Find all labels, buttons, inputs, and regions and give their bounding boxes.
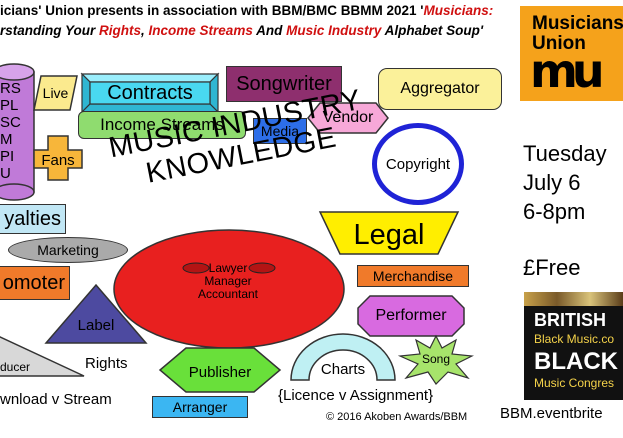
cylinder-line: U <box>0 165 11 182</box>
term-song: Song <box>421 352 451 366</box>
term-marketing: Marketing <box>8 237 128 263</box>
term-fans: Fans <box>41 151 75 169</box>
term-songwriter: Songwriter <box>226 66 342 102</box>
term-arranger: Arranger <box>152 396 248 418</box>
bbm-line-4: Music Congres <box>534 376 615 390</box>
cylinder-line: M <box>0 131 13 148</box>
cylinder-line: PL <box>0 97 19 114</box>
term-contracts: Contracts <box>107 81 193 104</box>
term-merchandise: Merchandise <box>357 265 469 287</box>
bbm-line-2: Black Music.co <box>534 332 615 346</box>
bbm-logo-strip <box>524 292 623 306</box>
live-shape <box>33 75 78 111</box>
term-producer: ducer <box>0 360 31 374</box>
publisher-shape <box>158 347 282 393</box>
cylinder-line: RS <box>0 80 21 97</box>
header-line-1-italic: Musicians: <box>423 3 494 18</box>
face-line: Manager <box>204 274 252 288</box>
musicians-union-logo: Musicians Union mu <box>520 6 623 101</box>
performer-shape <box>357 295 465 337</box>
term-legal: Legal <box>353 218 425 251</box>
cylinder-shape <box>0 63 35 201</box>
cylinder-line: SC <box>0 114 21 131</box>
header-line-1-text: icians' Union presents in association wi… <box>0 3 424 18</box>
event-website[interactable]: BBM.eventbrite <box>500 405 603 422</box>
vendor-shape <box>307 102 389 134</box>
song-shape <box>398 334 474 385</box>
event-date: July 6 <box>523 170 581 195</box>
term-income-streams: Income Streams <box>78 111 246 139</box>
face-line: Accountant <box>197 287 259 301</box>
bbm-logo: BRITISH Black Music.co BLACK Music Congr… <box>524 292 623 400</box>
term-performer: Performer <box>375 307 447 324</box>
producer-shape <box>0 336 85 377</box>
event-price: £Free <box>523 255 581 280</box>
term-media: Media <box>253 118 307 144</box>
event-time: 6-8pm <box>523 199 586 224</box>
term-promoter: omoter <box>0 266 70 300</box>
cylinder-text: RS PL SC M PI U <box>0 80 30 182</box>
header-line-2-rights: Rights <box>99 23 142 38</box>
face-shape <box>113 229 345 349</box>
mu-logo-text: Musicians Union <box>532 14 623 54</box>
bbm-line-3: BLACK <box>534 348 618 375</box>
label-shape <box>44 283 148 344</box>
mu-logo-mark: mu <box>530 44 605 98</box>
header-line-2-g: Alphabet Soup' <box>381 23 484 38</box>
term-copyright: Copyright <box>372 123 464 205</box>
face-text: Lawyer Manager Accountant <box>172 262 284 301</box>
mu-line-1: Musicians <box>532 13 623 34</box>
charts-shape <box>290 333 396 381</box>
face-line: Lawyer <box>208 261 248 275</box>
header-line-2-music: Music Industry <box>286 23 382 38</box>
cylinder-line: PI <box>0 148 15 165</box>
term-charts: Charts <box>320 360 366 378</box>
term-aggregator: Aggregator <box>378 68 502 110</box>
header-line-2-income: Income Streams <box>148 23 253 38</box>
event-day: Tuesday <box>523 141 607 166</box>
term-download: wnload v Stream <box>0 391 112 408</box>
term-licence: {Licence v Assignment} <box>278 387 434 404</box>
contracts-shape <box>80 72 220 114</box>
term-vendor: Vendor <box>322 109 374 126</box>
term-publisher: Publisher <box>188 363 252 381</box>
header-line-2-e: And <box>252 23 287 38</box>
header-line-1: icians' Union presents in association wi… <box>0 3 493 18</box>
term-rights: Rights <box>85 355 128 372</box>
bbm-line-1: BRITISH <box>534 310 606 330</box>
footer-credit: © 2016 Akoben Awards/BBM <box>326 411 468 423</box>
legal-shape <box>318 211 460 255</box>
header-line-2: rstanding Your Rights, Income Streams An… <box>0 23 483 38</box>
fans-shape <box>33 135 83 181</box>
term-live: Live <box>42 85 69 101</box>
term-label: Label <box>77 316 115 334</box>
term-royalties: yalties <box>0 204 66 234</box>
header-line-2-a: rstanding Your <box>0 23 100 38</box>
mu-line-2: Union <box>532 33 586 54</box>
header-line-2-c: , <box>141 23 149 38</box>
